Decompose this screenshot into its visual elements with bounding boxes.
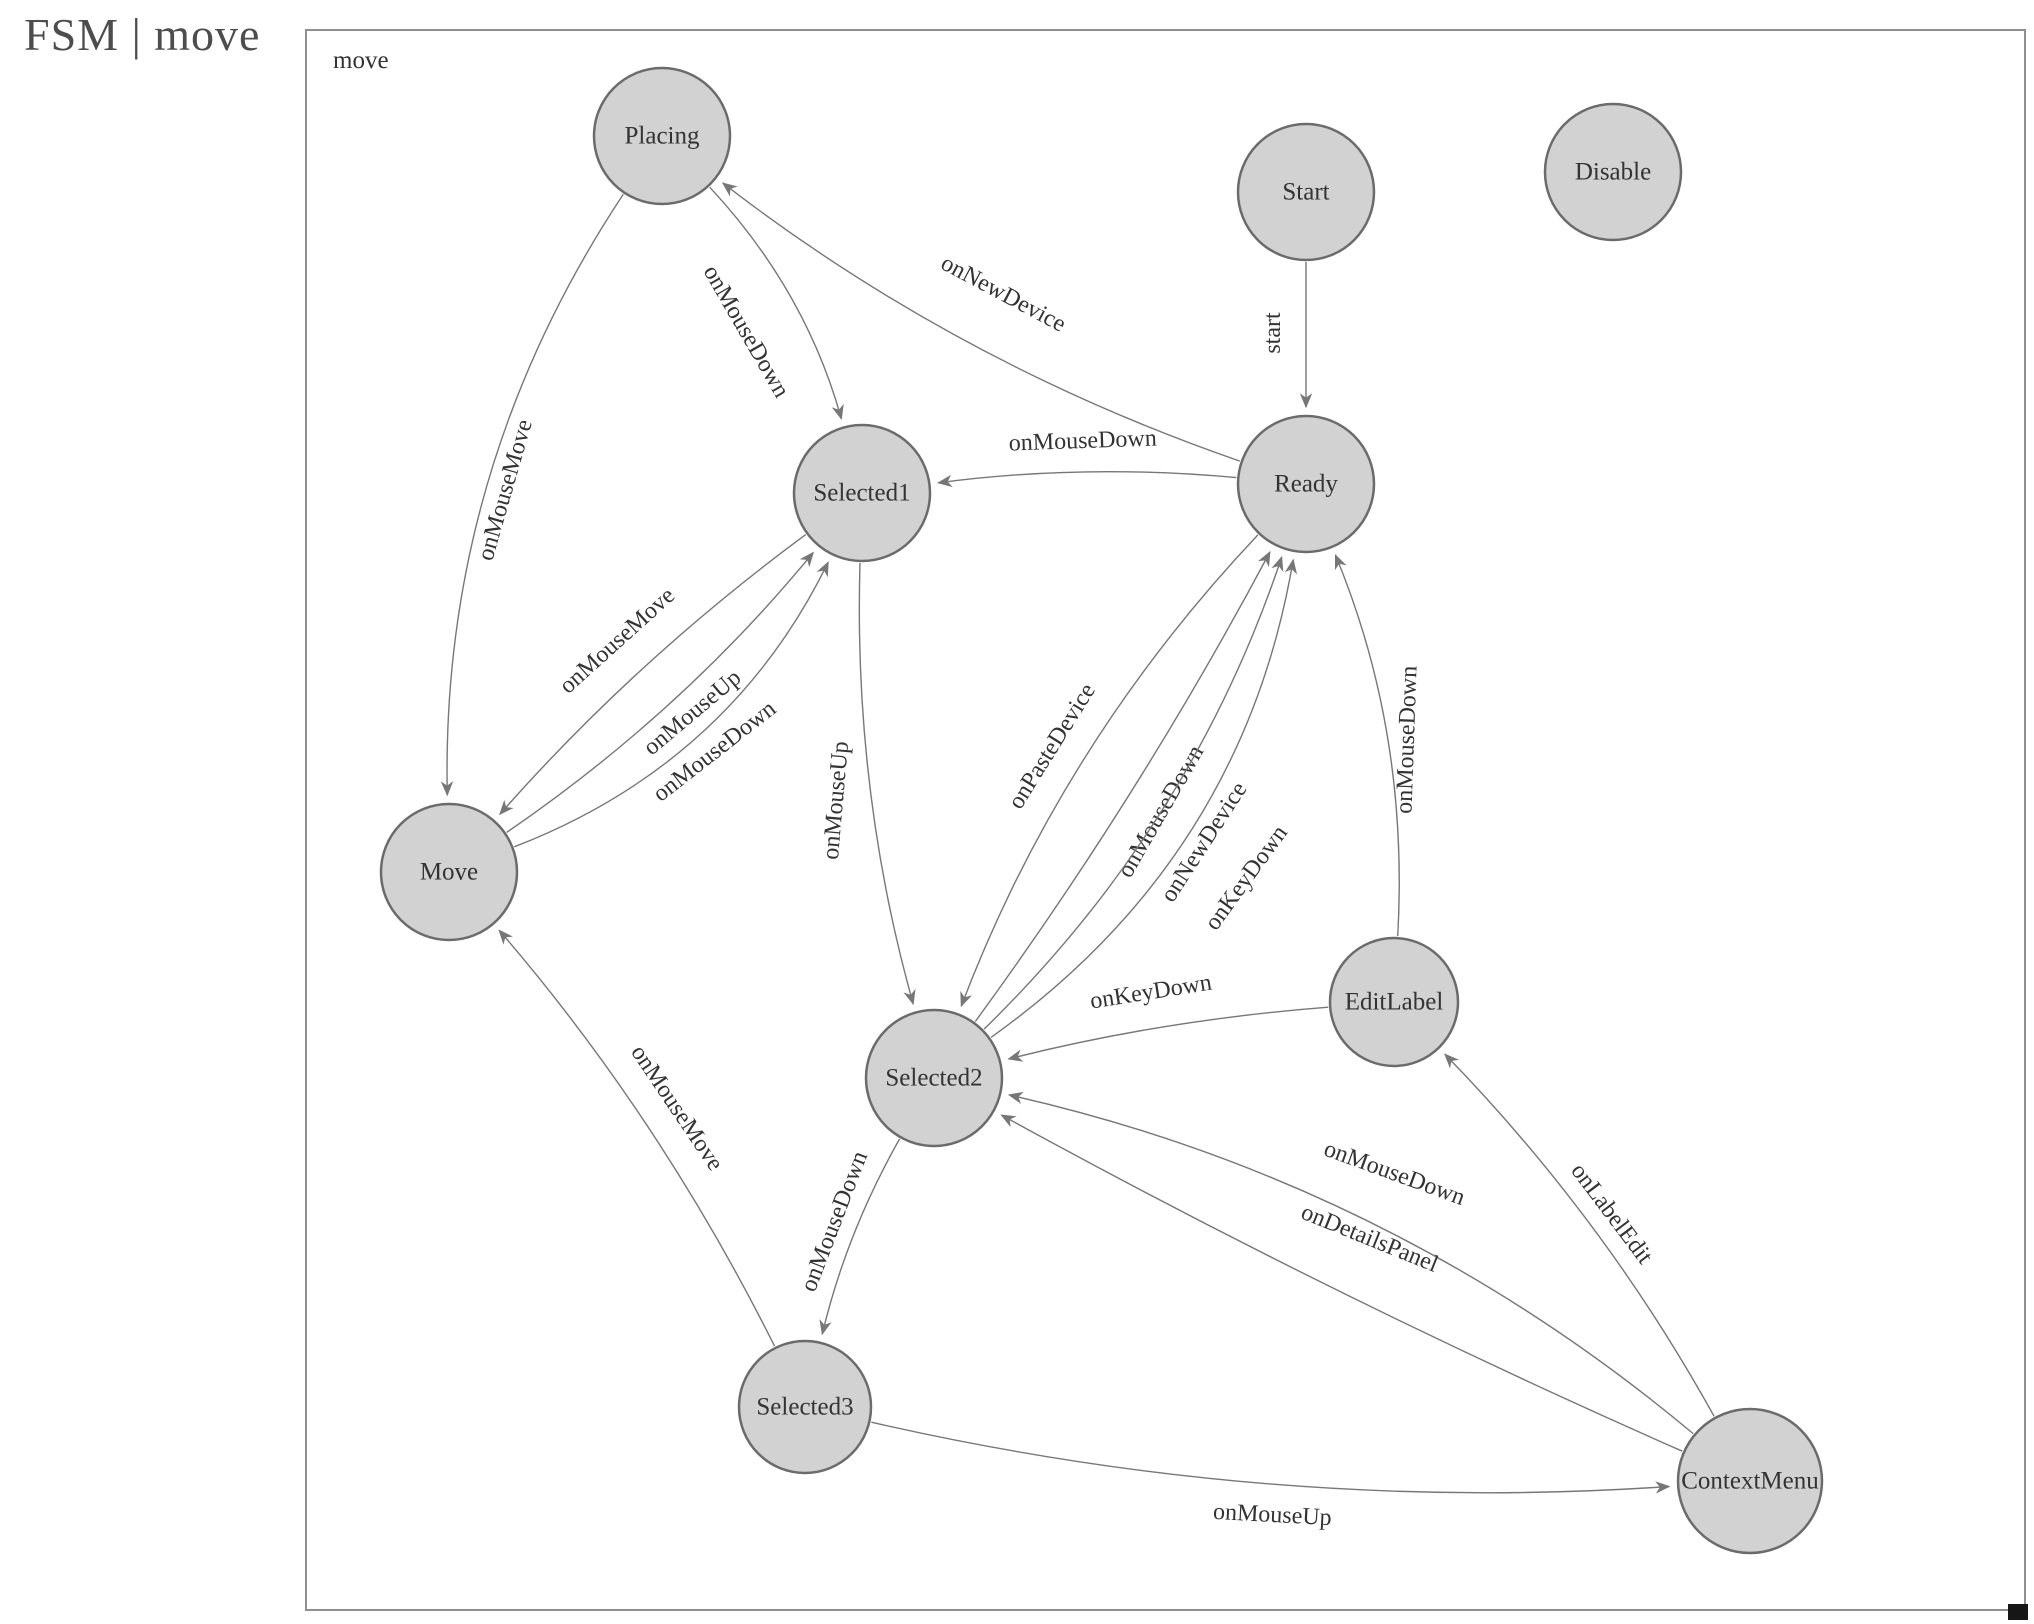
transition-label-onMouseMove: onMouseMove [555, 583, 680, 700]
state-circle-Selected1[interactable] [792, 423, 932, 563]
state-label-EditLabel: EditLabel [1345, 989, 1444, 1016]
transition-Selected2-Ready [974, 550, 1271, 1022]
state-label-Disable: Disable [1575, 159, 1651, 186]
transition-Selected3-ContextMenu [871, 1421, 1671, 1494]
transition-label-onMouseDown: onMouseDown [648, 696, 781, 808]
transition-label-onNewDevice: onNewDevice [937, 250, 1070, 337]
transition-label-onMouseDown: onMouseDown [1391, 665, 1422, 814]
state-label-Start: Start [1282, 179, 1329, 206]
transition-label-onMouseDown: onMouseDown [1320, 1136, 1468, 1211]
transition-label-onMouseDown: onMouseDown [698, 261, 795, 402]
state-circle-Selected3[interactable] [737, 1339, 873, 1475]
transition-Move-Selected1 [514, 561, 829, 848]
transition-Move-Selected1 [506, 551, 814, 833]
state-circle-Start[interactable] [1236, 122, 1376, 262]
state-label-ContextMenu: ContextMenu [1681, 1468, 1819, 1495]
transition-label-onMouseDown: onMouseDown [796, 1148, 873, 1295]
state-circle-Ready[interactable] [1236, 414, 1376, 554]
transition-Placing-Move [440, 193, 624, 797]
page-title: FSM | move [24, 9, 261, 60]
transition-label-onPasteDevice: onPasteDevice [1003, 679, 1101, 814]
state-circle-Placing[interactable] [592, 66, 732, 206]
transition-Selected2-Ready [990, 558, 1298, 1038]
transition-ContextMenu-EditLabel [1444, 1053, 1715, 1417]
state-label-Placing: Placing [625, 123, 700, 150]
transition-Ready-Selected1 [937, 470, 1237, 488]
transition-label-onMouseMove: onMouseMove [625, 1041, 728, 1176]
transition-label-onMouseMove: onMouseMove [473, 417, 538, 564]
transition-label-onDetailsPanel: onDetailsPanel [1297, 1199, 1442, 1278]
transition-label-onMouseUp: onMouseUp [818, 740, 854, 860]
state-Ready[interactable]: Ready [1236, 414, 1376, 554]
state-Selected3[interactable]: Selected3 [737, 1339, 873, 1475]
state-label-Selected1: Selected1 [813, 480, 910, 507]
state-Selected1[interactable]: Selected1 [792, 423, 932, 563]
transition-Selected2-Ready [983, 555, 1284, 1030]
state-label-Move: Move [420, 859, 478, 886]
transition-Selected1-Selected2 [858, 562, 916, 1006]
state-Move[interactable]: Move [379, 802, 519, 942]
resize-corner-artifact [2008, 1604, 2028, 1620]
state-Placing[interactable]: Placing [592, 66, 732, 206]
transition-Ready-Selected2 [960, 534, 1259, 1008]
diagram-canvas: move [305, 29, 2026, 1611]
state-ContextMenu[interactable]: ContextMenu [1676, 1407, 1824, 1555]
transition-ContextMenu-Selected2 [1007, 1091, 1694, 1435]
transition-label-onKeyDown: onKeyDown [1088, 970, 1213, 1015]
state-Selected2[interactable]: Selected2 [864, 1008, 1004, 1148]
transition-Ready-Placing [721, 182, 1241, 462]
transition-label-onMouseDown: onMouseDown [1008, 425, 1157, 456]
state-label-Ready: Ready [1274, 471, 1338, 498]
state-Start[interactable]: Start [1236, 122, 1376, 262]
transition-Selected2-Selected3 [819, 1138, 901, 1336]
transition-ContextMenu-Selected2 [1000, 1114, 1683, 1452]
state-circle-Disable[interactable] [1543, 102, 1683, 242]
state-circle-ContextMenu[interactable] [1676, 1407, 1824, 1555]
state-circle-Selected2[interactable] [864, 1008, 1004, 1148]
transition-label-onMouseUp: onMouseUp [1212, 1499, 1332, 1531]
state-label-Selected3: Selected3 [756, 1394, 853, 1421]
transition-EditLabel-Selected2 [1007, 1006, 1329, 1062]
state-Disable[interactable]: Disable [1543, 102, 1683, 242]
transition-label-start: start [1260, 312, 1286, 354]
transition-Selected3-Move [498, 929, 776, 1347]
transition-Selected1-Move [499, 534, 807, 816]
state-circle-Move[interactable] [379, 802, 519, 942]
transition-EditLabel-Ready [1334, 553, 1400, 937]
state-label-Selected2: Selected2 [885, 1065, 982, 1092]
state-circle-EditLabel[interactable] [1328, 936, 1460, 1068]
diagram-region-label: move [333, 47, 389, 74]
state-EditLabel[interactable]: EditLabel [1328, 936, 1460, 1068]
transition-Placing-Selected1 [709, 186, 844, 421]
